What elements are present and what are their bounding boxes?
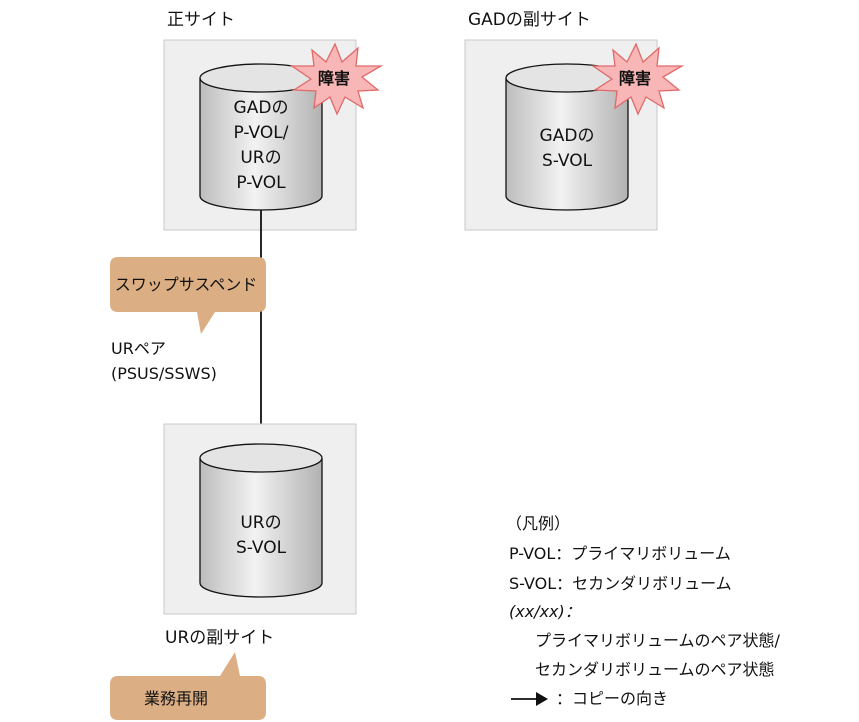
legend-status-desc-1: プライマリボリュームのペア状態/ <box>535 631 781 650</box>
legend-title: （凡例） <box>506 514 570 533</box>
ur-svol-cylinder <box>199 443 323 598</box>
gad-svol-line-1: GADの <box>540 126 595 146</box>
swap-suspend-label: スワップサスペンド <box>115 275 258 294</box>
primary-volume-line-4: P-VOL <box>236 173 286 193</box>
gad-svol-cylinder <box>505 63 629 211</box>
gad-svol-line-2: S-VOL <box>542 151 593 171</box>
ur-pair-status: (PSUS/SSWS) <box>111 364 217 383</box>
primary-volume-line-3: URの <box>240 148 281 168</box>
legend-status-desc-2: セカンダリボリュームのペア状態 <box>535 660 775 679</box>
primary-volume-line-1: GADの <box>234 98 289 118</box>
failure-burst-icon <box>590 42 685 116</box>
legend-status-key: (xx/xx)： <box>509 602 581 621</box>
business-resume-label: 業務再開 <box>144 689 208 708</box>
ur-secondary-site-title: URの副サイト <box>165 628 274 648</box>
primary-volume-cylinder <box>199 63 323 211</box>
legend-pvol: P-VOL：プライマリボリューム <box>509 544 731 563</box>
ur-pair-label: URペア <box>111 339 166 358</box>
failure-burst-icon <box>289 42 384 116</box>
business-resume-callout <box>110 652 266 720</box>
ur-svol-line-2: S-VOL <box>236 538 287 558</box>
legend-svol: S-VOL：セカンダリボリューム <box>509 574 732 593</box>
gad-secondary-failure-label: 障害 <box>619 69 651 88</box>
swap-suspend-callout <box>110 257 266 334</box>
primary-site-title: 正サイト <box>167 10 235 30</box>
gad-secondary-site-title: GADの副サイト <box>468 10 591 30</box>
legend-copy-direction: ：コピーの向き <box>556 689 668 708</box>
primary-failure-label: 障害 <box>318 69 350 88</box>
ur-svol-line-1: URの <box>240 513 281 533</box>
primary-volume-line-2: P-VOL/ <box>234 123 289 143</box>
